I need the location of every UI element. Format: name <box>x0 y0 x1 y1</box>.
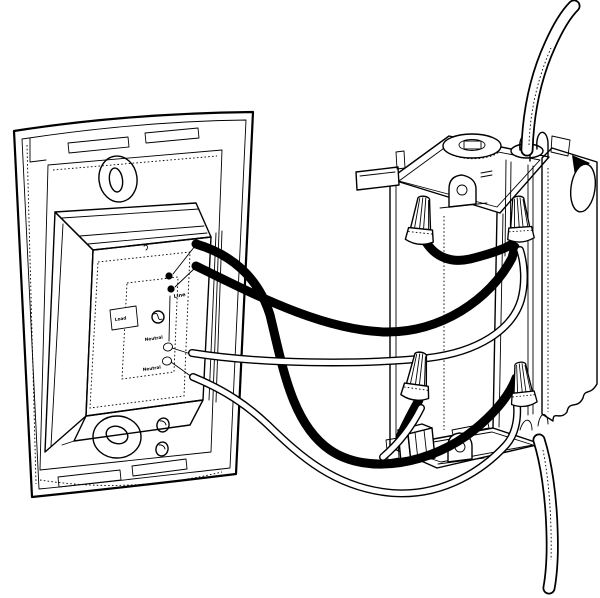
neutral-terminal-label-top: Neutral <box>144 334 163 343</box>
neutral-pigtail <box>379 404 425 461</box>
device-front-panel: Line Load Neutral Neutral <box>89 251 191 409</box>
neutral-terminal-label-bottom: Neutral <box>142 364 161 373</box>
bracket-oval-hole <box>569 163 597 213</box>
wire-nut-top-left <box>404 194 439 247</box>
neutral-wire-upper <box>188 246 528 367</box>
load-button <box>109 305 139 331</box>
hot-wire-upper <box>191 239 521 469</box>
supply-cable-bottom <box>532 433 559 595</box>
screw-hole-lower <box>155 441 169 457</box>
plate-tab-top-left <box>67 136 130 154</box>
supply-cable-top <box>520 0 581 157</box>
line-terminal-label: Line <box>173 292 186 300</box>
neutral-wire-lower <box>189 373 522 498</box>
adjustment-screw <box>151 310 165 324</box>
hot-jumper <box>421 237 517 265</box>
line-terminal-dot-2 <box>167 285 175 293</box>
clip-mark <box>143 244 148 251</box>
old-work-electrical-box <box>355 131 598 469</box>
plate-tab-bottom-left <box>57 469 122 488</box>
wall-plate <box>12 110 255 499</box>
plate-tab-bottom-right <box>131 458 188 477</box>
neutral-terminal-1 <box>162 342 174 352</box>
load-button-label: Load <box>114 315 126 323</box>
hot-wire-lower <box>191 242 520 337</box>
mounting-hole-top <box>98 155 138 203</box>
screw-hole-upper <box>156 417 170 433</box>
neutral-terminal-2 <box>161 356 173 366</box>
mounting-hole-bottom <box>92 415 142 459</box>
knockout-ring <box>442 133 502 160</box>
line-terminal-dot-1 <box>165 272 173 280</box>
mounting-bracket-right <box>519 147 598 431</box>
mounting-ear-left <box>355 150 406 191</box>
ground-screw-tab-top <box>439 170 493 209</box>
plate-tab-top-right <box>144 127 200 144</box>
timer-switch-device: Line Load Neutral Neutral <box>44 202 223 453</box>
